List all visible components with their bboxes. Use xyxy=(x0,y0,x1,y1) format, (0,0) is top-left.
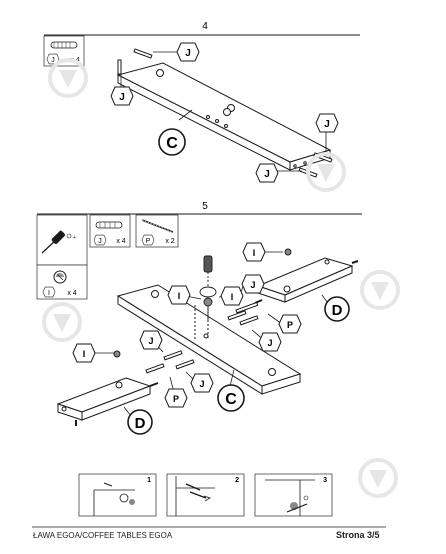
svg-text:J: J xyxy=(148,336,153,346)
svg-text:x 2: x 2 xyxy=(165,238,174,245)
svg-text:C: C xyxy=(225,391,237,408)
step5-parts-box-p: P x 2 xyxy=(135,214,179,248)
dowel-callout-j: J xyxy=(241,274,265,294)
detail-panel-1: 1 xyxy=(78,473,157,517)
screwdriver-icon: + xyxy=(41,230,76,254)
step4-number: 4 xyxy=(202,21,208,32)
screwdriver-box: + xyxy=(36,214,88,266)
bolt-callout-p: P xyxy=(164,388,188,408)
dowel-callout-j: J xyxy=(139,330,163,350)
part-letter-j: J xyxy=(51,57,55,64)
svg-text:C: C xyxy=(166,135,178,152)
panel-c-step5 xyxy=(116,284,302,395)
svg-text:1: 1 xyxy=(147,477,151,484)
panel-callout-d: D xyxy=(127,409,153,435)
svg-text:J: J xyxy=(250,280,255,290)
svg-text:I: I xyxy=(231,292,234,302)
svg-text:3: 3 xyxy=(323,477,327,484)
cam-callout-i: I xyxy=(242,242,266,262)
svg-text:P: P xyxy=(287,320,293,330)
panel-callout-d: D xyxy=(324,296,350,322)
page-number: Strona 3/5 xyxy=(336,530,380,540)
panel-d-lower xyxy=(56,377,159,426)
svg-text:I: I xyxy=(253,248,256,258)
dowels-step5 xyxy=(145,301,259,374)
cam-callout-i: I xyxy=(72,343,96,363)
panel-callout-c: C xyxy=(158,128,186,156)
svg-text:J: J xyxy=(264,169,270,180)
panel-c-step4 xyxy=(116,62,332,171)
svg-text:J: J xyxy=(199,379,204,389)
cam-callout-i: I xyxy=(167,285,191,305)
svg-text:P: P xyxy=(146,238,151,245)
dowel-icon xyxy=(50,41,78,49)
svg-text:D: D xyxy=(332,302,343,319)
hardware-callout-j: J xyxy=(315,113,339,133)
panel-d-upper xyxy=(254,257,359,304)
hardware-callout-j: J xyxy=(255,163,279,183)
dowel-icon xyxy=(95,221,123,229)
dowel-callout-j: J xyxy=(190,373,214,393)
step5-number: 5 xyxy=(202,201,208,212)
cam-fittings-center xyxy=(113,248,292,358)
svg-text:x 4: x 4 xyxy=(67,290,76,297)
watermark-icon xyxy=(360,270,400,310)
step5-parts-box-j: J x 4 xyxy=(89,214,131,248)
watermark-icon xyxy=(42,302,82,342)
bolt-icon xyxy=(141,219,174,233)
panel-callout-c: C xyxy=(217,384,245,412)
svg-text:D: D xyxy=(135,415,146,432)
bolt-callout-p: P xyxy=(278,314,302,334)
svg-text:x 4: x 4 xyxy=(116,238,125,245)
svg-text:J: J xyxy=(324,119,330,130)
svg-text:J: J xyxy=(98,238,102,245)
svg-text:I: I xyxy=(48,290,50,297)
detail-panel-2: 2 xyxy=(166,473,245,517)
detail-panel-3: 3 xyxy=(254,473,333,517)
dowel-callout-j: J xyxy=(258,332,282,352)
svg-text:P: P xyxy=(173,394,179,404)
hardware-callout-j: J xyxy=(176,42,200,62)
callouts-step4 xyxy=(120,51,327,172)
hardware-callout-j: J xyxy=(110,86,134,106)
svg-text:+: + xyxy=(73,235,76,241)
cam-callout-i: I xyxy=(220,286,244,306)
svg-text:J: J xyxy=(119,92,125,103)
svg-text:I: I xyxy=(178,291,181,301)
svg-text:I: I xyxy=(83,349,86,359)
svg-text:2: 2 xyxy=(235,477,239,484)
footer-title: ŁAWA EGOA/COFFEE TABLES EGOA xyxy=(33,531,173,540)
cam-lock-icon xyxy=(53,270,67,284)
step5-parts-box-i: I x 4 xyxy=(36,264,88,300)
svg-text:J: J xyxy=(185,48,191,59)
svg-text:J: J xyxy=(267,338,272,348)
watermark-icon xyxy=(358,458,398,498)
